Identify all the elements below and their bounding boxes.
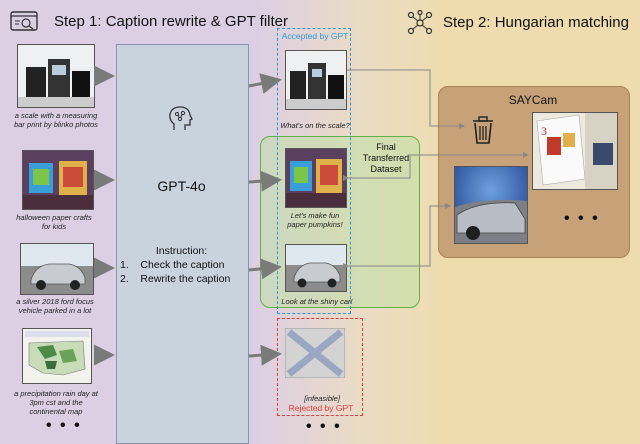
saycam-ellipsis: • • • [564,210,600,227]
rejected-label: Rejected by GPT [288,403,354,413]
output-caption-4: [infeasible] [304,394,340,403]
instruction-item-2: 2. Rewrite the caption [120,273,231,285]
output-image-scale [285,50,347,110]
input-image-car [20,243,94,295]
network-icon [407,10,433,35]
arrow-output-3 [248,258,282,280]
output-ellipsis: • • • [306,418,342,435]
output-image-car [285,244,347,292]
input-caption-4: a precipitation rain day at 3pm cst and … [14,389,98,416]
accepted-label: Accepted by GPT [281,31,349,41]
trash-icon [473,116,493,144]
match-crafts-book [343,152,529,181]
rejected-cross-icon [285,328,345,378]
svg-text:3: 3 [541,124,547,138]
arrow-to-trash [347,69,465,129]
rejected-region [277,318,363,416]
output-caption-2: Let's make fun paper pumpkins! [287,211,343,229]
step1-title: Step 1: Caption rewrite & GPT filter [54,13,288,30]
monitor-filter-icon [10,11,38,31]
input-image-scale [17,44,95,108]
saycam-image-book: 3 [532,112,618,190]
brain-head-icon [169,106,193,130]
arrow-output-2 [248,170,282,192]
input-caption-3: a silver 2018 ford focus vehicle parked … [16,297,94,315]
gpt-name: GPT-4o [157,178,206,194]
output-caption-3: Look at the shiny car! [281,297,353,306]
gpt-box [116,44,249,444]
arrow-output-4 [248,344,282,366]
output-caption-1: What's on the scale? [280,121,350,130]
arrow-output-1 [248,73,282,94]
instruction-item-1: 1. Check the caption [120,259,225,271]
input-caption-1: a scale with a measuring bar print by bl… [14,111,98,129]
saycam-title: SAYCam [508,93,558,107]
step2-title: Step 2: Hungarian matching [443,14,629,31]
input-caption-2: halloween paper crafts for kids [16,213,92,231]
input-ellipsis: • • • [46,417,82,434]
input-image-crafts [22,150,94,210]
input-image-map [22,328,92,384]
match-car-car [343,203,451,269]
instruction-title: Instruction: [155,245,208,257]
output-image-crafts [285,148,347,208]
